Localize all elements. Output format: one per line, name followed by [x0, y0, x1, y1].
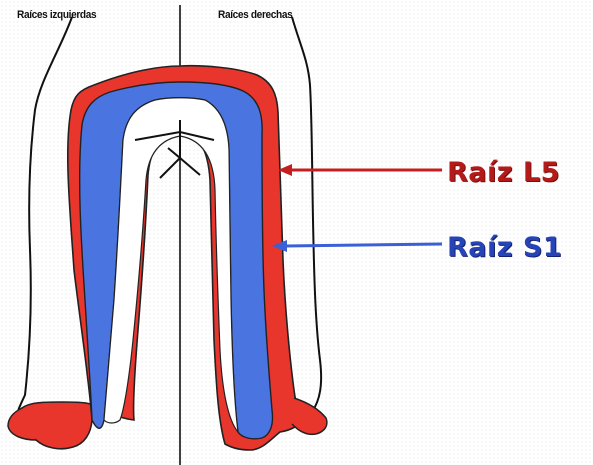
right-foot [292, 398, 327, 434]
right-roots-header: Raíces derechas [218, 9, 292, 21]
body-outline-left [16, 17, 72, 430]
s1-pointer [272, 240, 442, 252]
l5-root-label: Raíz L5 [447, 157, 560, 188]
s1-root-label: Raíz S1 [447, 232, 562, 263]
body-outline-right [292, 17, 321, 412]
l5-pointer [278, 164, 442, 176]
left-roots-header: Raíces izquierdas [17, 9, 96, 21]
